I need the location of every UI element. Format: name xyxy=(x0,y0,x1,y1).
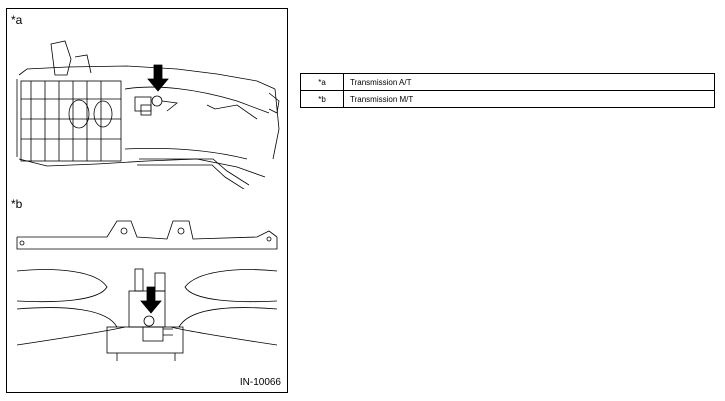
legend-key: *b xyxy=(300,90,344,108)
illustration-frame: *a *b xyxy=(6,8,288,393)
legend-row: *a Transmission A/T xyxy=(300,73,715,91)
legend-text: Transmission A/T xyxy=(343,73,715,91)
legend-key: *a xyxy=(300,73,344,91)
figure-id: IN-10066 xyxy=(239,377,281,388)
panel-b-label: *b xyxy=(11,197,23,211)
panel-a-label: *a xyxy=(11,13,23,27)
legend-text: Transmission M/T xyxy=(343,90,715,108)
panel-b-drawing xyxy=(16,220,278,361)
legend-table: *a Transmission A/T *b Transmission M/T xyxy=(300,73,715,108)
legend-row: *b Transmission M/T xyxy=(300,90,715,108)
panel-a-drawing xyxy=(16,40,280,189)
